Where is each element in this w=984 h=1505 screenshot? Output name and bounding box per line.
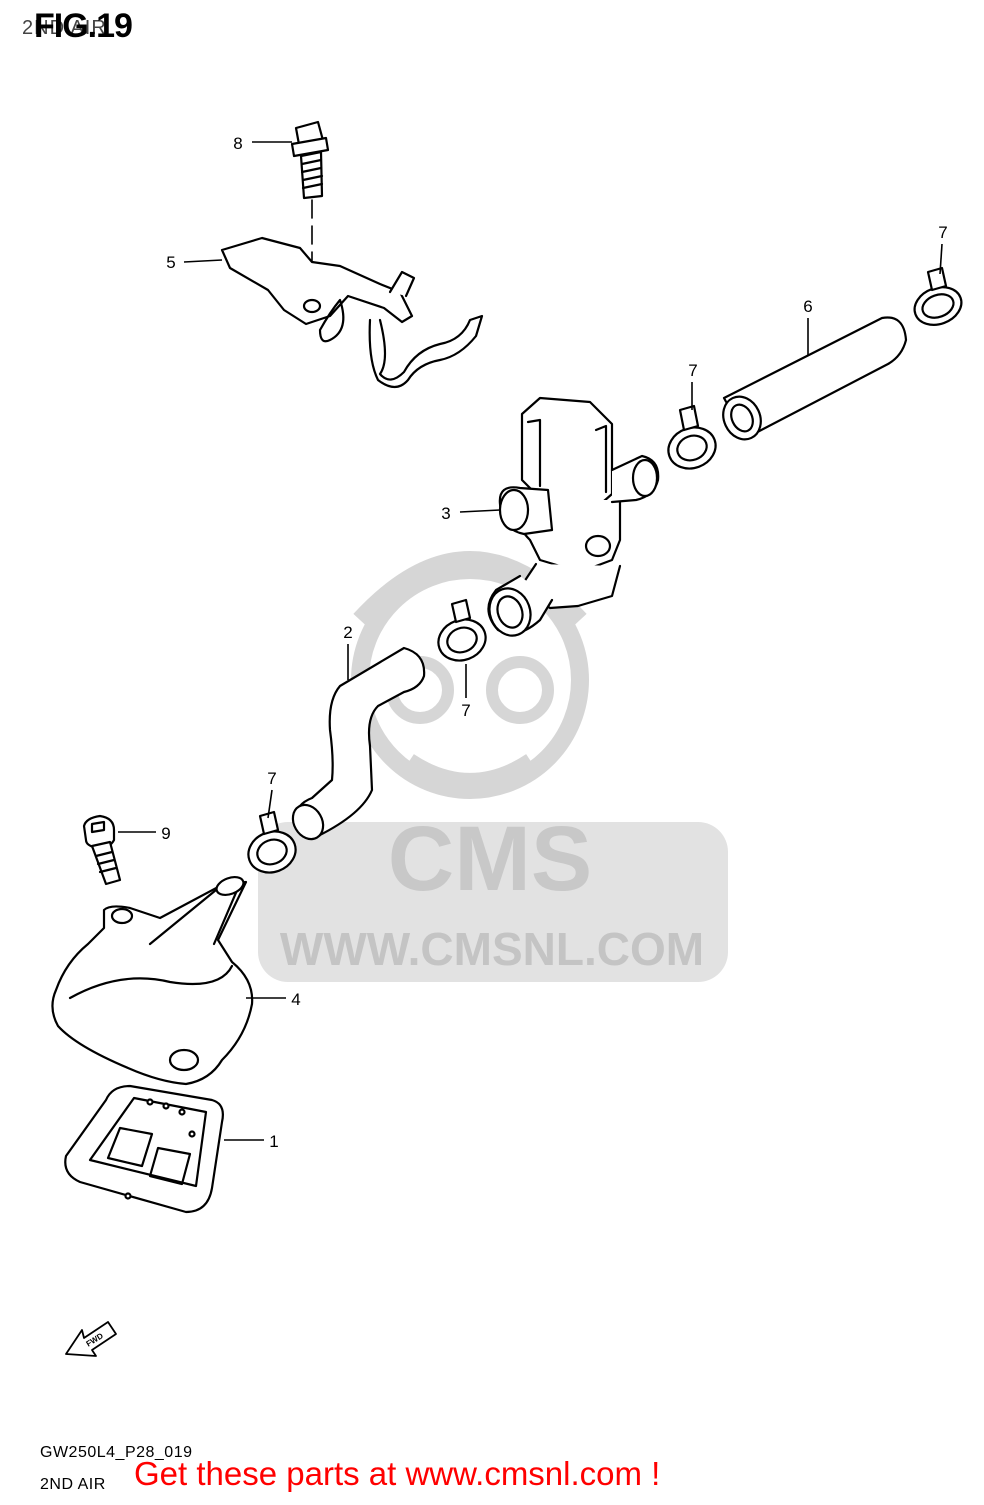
diagram-code: GW250L4_P28_019	[40, 1444, 193, 1461]
callout-label[interactable]: 5	[166, 253, 175, 272]
air-valve-part[interactable]	[483, 396, 660, 641]
leader-lines	[118, 141, 943, 1141]
callout-label[interactable]: 9	[161, 824, 170, 843]
watermark-box	[258, 822, 728, 982]
bracket-part[interactable]	[220, 236, 484, 389]
watermark: CMS WWW.CMSNL.COM	[258, 551, 728, 982]
figure-title: FIG.19	[34, 7, 133, 45]
clamp-part-top-right[interactable]	[909, 266, 966, 331]
clamp-part-lower-left[interactable]	[243, 810, 302, 879]
watermark-brand: CMS	[388, 808, 592, 910]
diagram-subtitle: 2ND AIR	[22, 17, 107, 39]
clamp-part-mid-right[interactable]	[663, 404, 722, 475]
callout-label[interactable]: 7	[938, 223, 947, 242]
section-name: 2ND AIR	[40, 1476, 106, 1493]
callout-label[interactable]: 3	[441, 504, 450, 523]
cover-part[interactable]	[51, 874, 254, 1086]
reed-plate-part[interactable]	[64, 1084, 224, 1214]
callout-labels: 8 5 7 6 7 3 2 7 7 9 4 1	[161, 134, 947, 1151]
callout-label[interactable]: 2	[343, 623, 352, 642]
callout-label[interactable]: 8	[233, 134, 242, 153]
screw-part[interactable]	[82, 814, 122, 886]
callout-label[interactable]: 7	[688, 361, 697, 380]
hose-straight-part[interactable]	[716, 316, 908, 445]
callout-label[interactable]: 4	[291, 990, 300, 1009]
callout-label[interactable]: 1	[269, 1132, 278, 1151]
callout-label[interactable]: 7	[461, 701, 470, 720]
fwd-arrow: FWD	[65, 1321, 117, 1357]
callout-label[interactable]: 7	[267, 769, 276, 788]
promo-link[interactable]: Get these parts at www.cmsnl.com !	[134, 1455, 661, 1492]
bolt-part[interactable]	[290, 120, 330, 301]
callout-label[interactable]: 6	[803, 297, 812, 316]
clamp-part-center[interactable]	[433, 598, 492, 667]
watermark-url: WWW.CMSNL.COM	[280, 923, 704, 975]
hose-bent-part[interactable]	[287, 646, 426, 845]
